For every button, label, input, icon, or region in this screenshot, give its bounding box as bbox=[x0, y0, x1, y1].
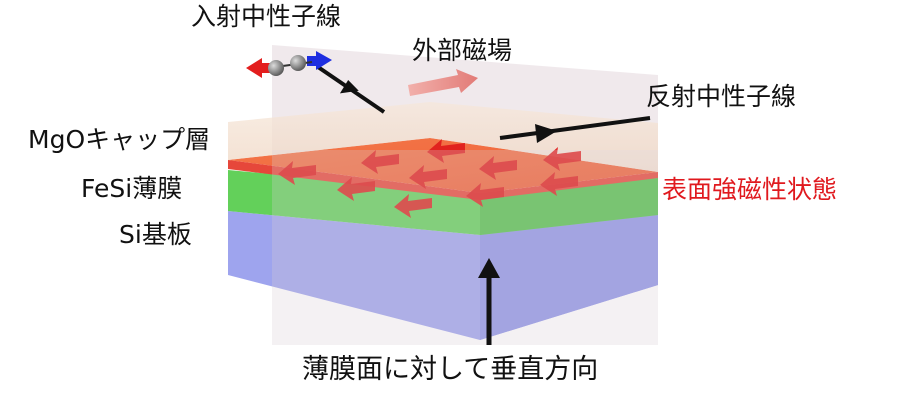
spin-arrow-icon bbox=[543, 147, 581, 171]
si-substrate-label: Si基板 bbox=[119, 220, 192, 249]
spin-arrow-icon bbox=[337, 177, 375, 201]
si-substrate-layer bbox=[228, 211, 658, 340]
magnetic-field-arrow-icon bbox=[408, 69, 478, 96]
neutron-spin-icon bbox=[246, 51, 332, 78]
fesi-film-label: FeSi薄膜 bbox=[81, 174, 183, 203]
incident-beam bbox=[316, 65, 386, 114]
spin-arrow-icon bbox=[361, 150, 399, 174]
scattering-plane-front bbox=[272, 150, 658, 345]
spin-arrow-icon bbox=[479, 156, 517, 180]
mgo-cap-label: MgOキャップ層 bbox=[28, 125, 211, 154]
spin-arrow-icon bbox=[540, 172, 578, 196]
reflected-neutron-label: 反射中性子線 bbox=[646, 82, 797, 111]
spin-arrow-icon bbox=[409, 165, 447, 189]
spin-arrow-icon bbox=[466, 183, 504, 207]
external-field-label: 外部磁場 bbox=[412, 36, 513, 65]
spin-arrow-icon bbox=[278, 161, 316, 185]
spin-arrow-group bbox=[278, 139, 581, 218]
perpendicular-direction-label: 薄膜面に対して垂直方向 bbox=[302, 354, 599, 385]
beam-direction-arrow-icon bbox=[339, 80, 359, 94]
surface-ferromagnetic-label: 表面強磁性状態 bbox=[662, 175, 838, 204]
spin-arrow-icon bbox=[427, 139, 465, 163]
spin-arrow-icon bbox=[394, 194, 432, 218]
incident-neutron-label: 入射中性子線 bbox=[191, 2, 342, 31]
beam-direction-arrow-icon bbox=[535, 124, 557, 143]
perpendicular-arrow bbox=[478, 258, 500, 345]
up-arrow-icon bbox=[478, 258, 500, 278]
reflected-beam bbox=[499, 116, 651, 143]
